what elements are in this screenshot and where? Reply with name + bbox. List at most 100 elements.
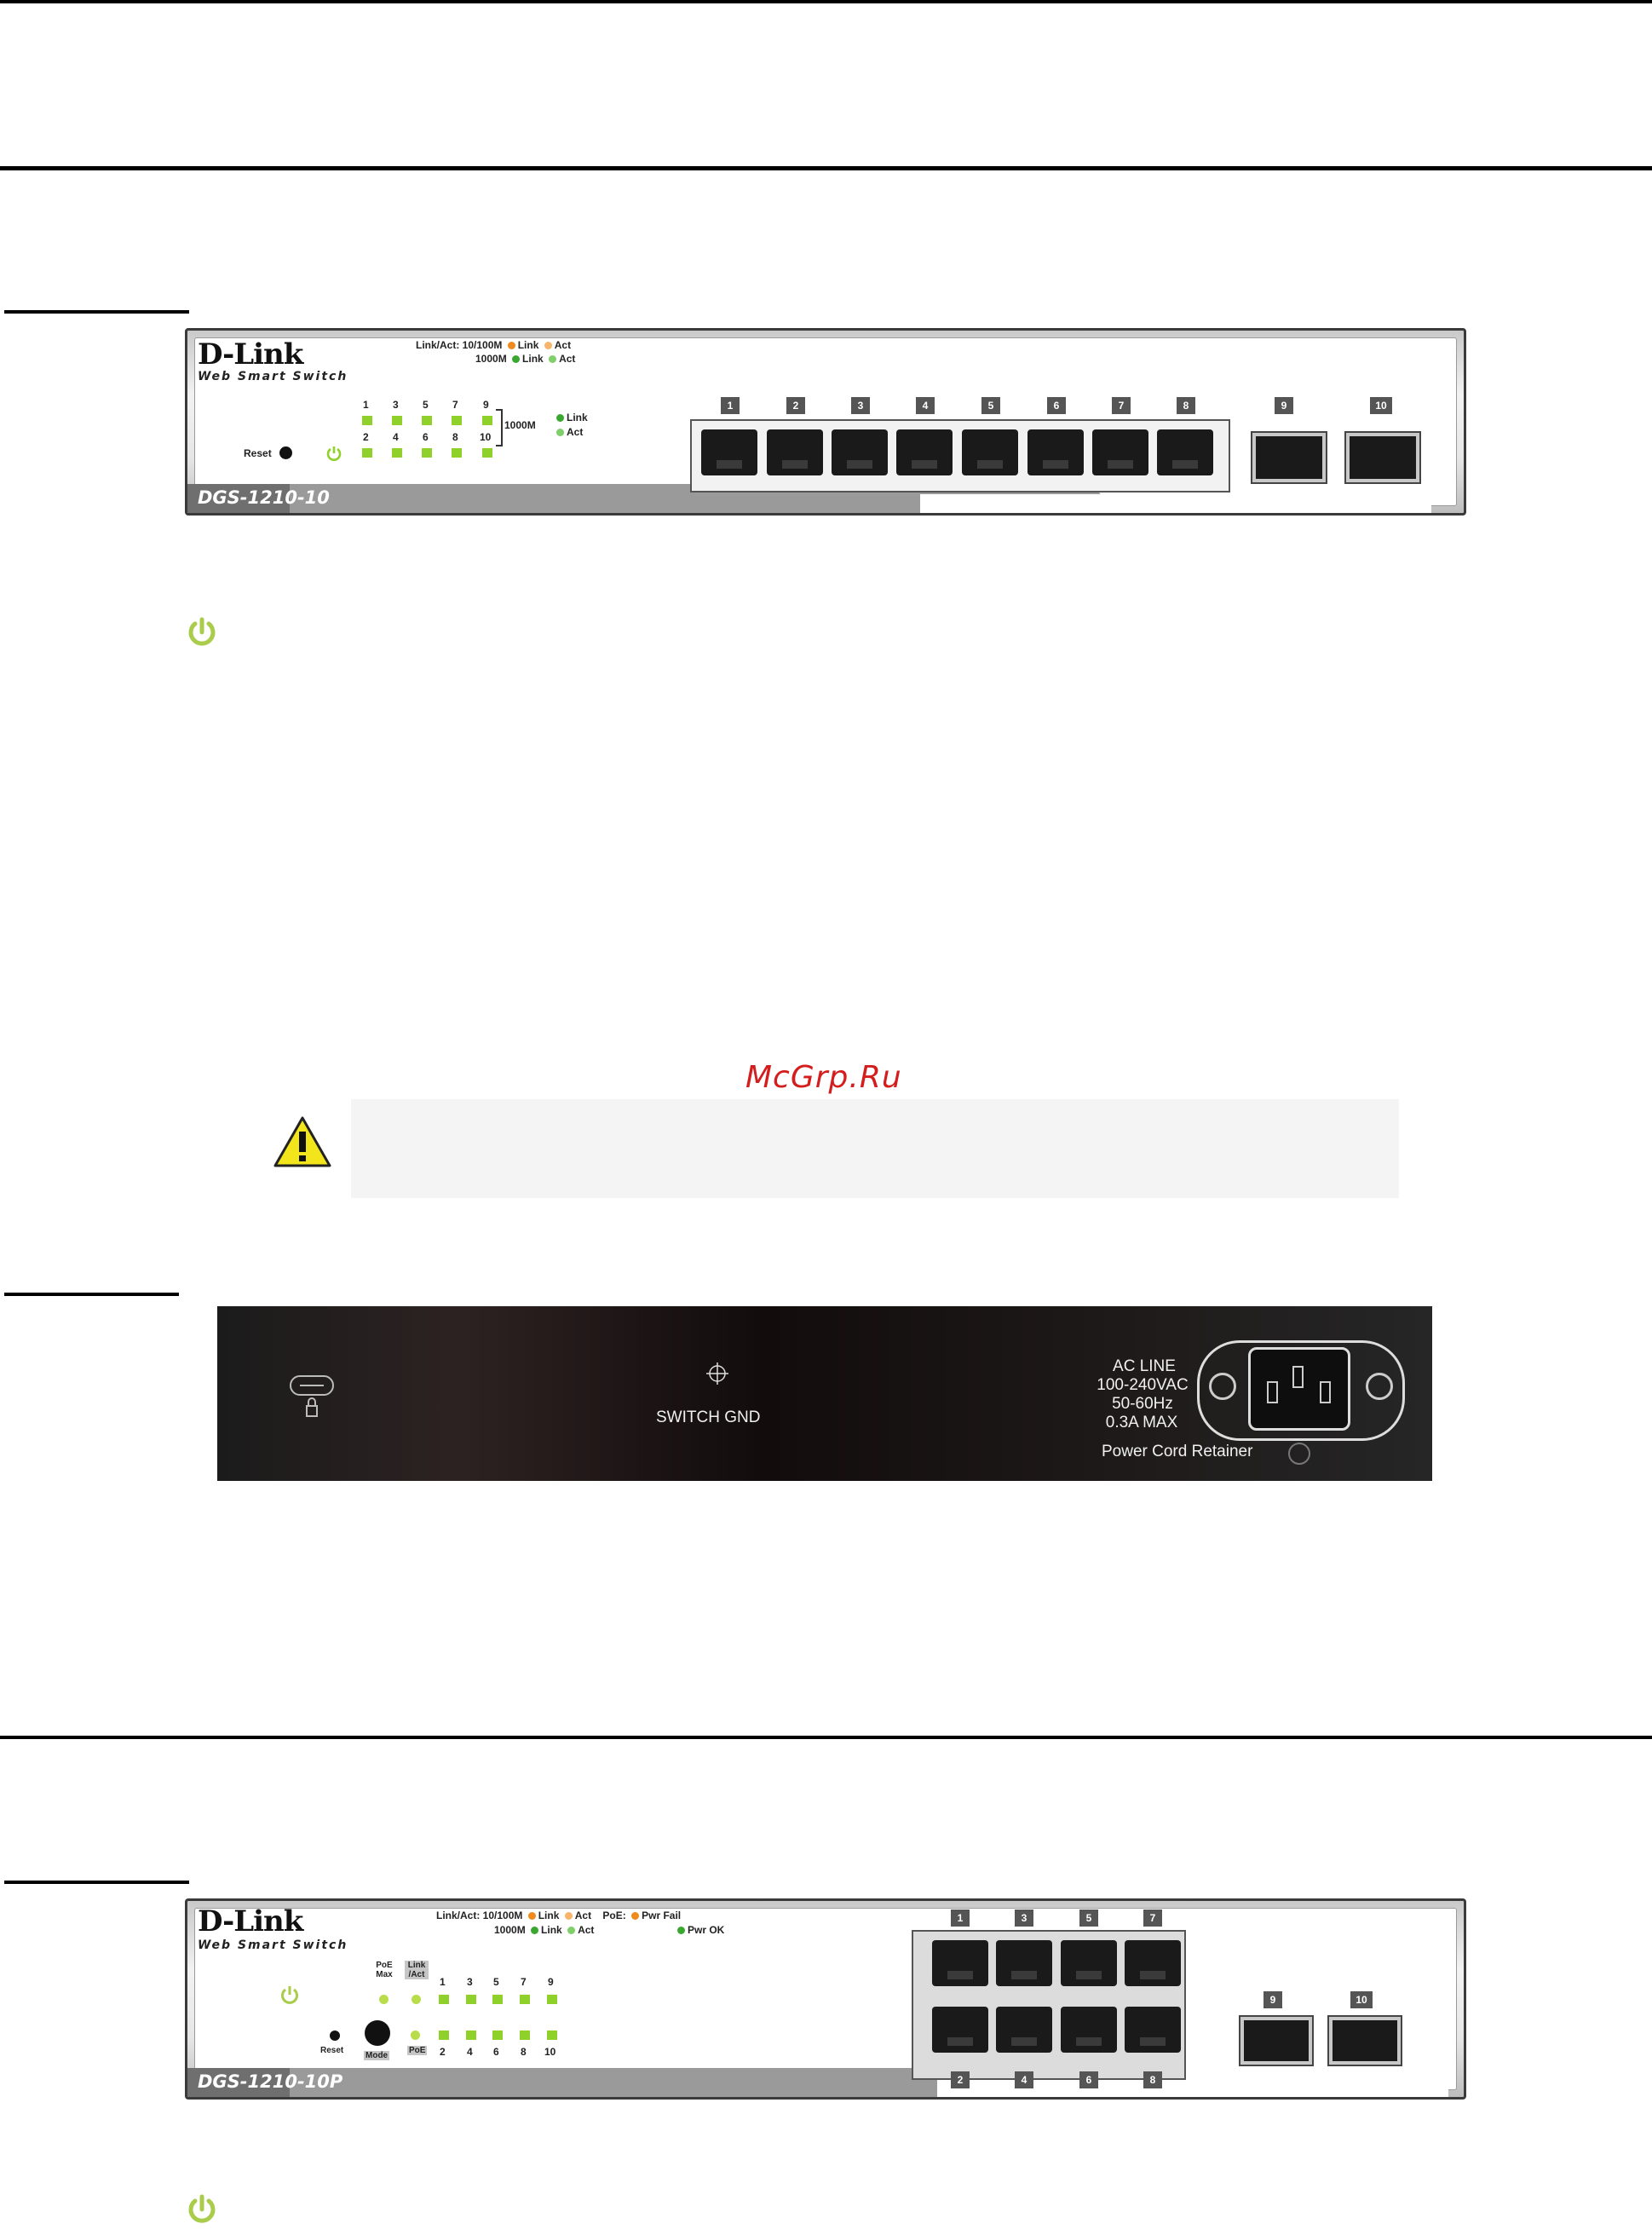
caution-note-box <box>351 1099 1399 1198</box>
rj45-port-3[interactable] <box>832 429 888 475</box>
legend-row-1: Link/Act: 10/100M Link Act <box>416 339 571 351</box>
voltage-label: 100-240VAC <box>1097 1376 1189 1394</box>
led-4 <box>466 2031 476 2040</box>
rj45-port-4[interactable] <box>896 429 953 475</box>
sfp-port-9[interactable] <box>1240 2017 1312 2065</box>
green-dot-icon <box>556 414 564 423</box>
pwr-ok-row: Pwr OK <box>675 1924 724 1936</box>
rj45-port-7[interactable] <box>1092 429 1148 475</box>
power-led-icon <box>326 446 342 461</box>
led-num-3: 3 <box>393 399 399 411</box>
bracket-link-row: Link <box>554 412 588 423</box>
led-3 <box>466 1995 476 2004</box>
rj45-port-4[interactable] <box>996 2007 1052 2053</box>
power-icon <box>188 2194 216 2223</box>
section-rule-2 <box>0 1736 1652 1739</box>
led-num-2: 2 <box>363 431 369 443</box>
led-7 <box>452 416 462 425</box>
sfp-port-10[interactable] <box>1346 433 1419 482</box>
frequency-label: 50-60Hz <box>1112 1395 1173 1413</box>
mode-label: Mode <box>364 2051 390 2060</box>
led-1 <box>439 1995 449 2004</box>
rj45-port-3[interactable] <box>996 1940 1052 1986</box>
sfp-port-9[interactable] <box>1252 433 1326 482</box>
tagline: Web Smart Switch <box>198 370 348 383</box>
led-num-6: 6 <box>493 2046 499 2058</box>
led-2 <box>362 448 372 458</box>
rj45-port-8[interactable] <box>1125 2007 1181 2053</box>
link-act-led <box>412 1995 421 2004</box>
green-blink-icon <box>549 355 557 364</box>
socket-pin-left <box>1267 1381 1278 1403</box>
front-panel-dgs-1210-10p: D-Link Web Smart Switch DGS-1210-10P Lin… <box>185 1898 1466 2100</box>
rj45-port-2[interactable] <box>932 2007 988 2053</box>
rj45-port-5[interactable] <box>962 429 1018 475</box>
sfp-label-10: 10 <box>1350 1991 1373 2008</box>
led-num-5: 5 <box>493 1976 499 1988</box>
rj45-port-6[interactable] <box>1061 2007 1117 2053</box>
port-label-4: 4 <box>1015 2071 1033 2088</box>
orange-dot-icon <box>507 342 515 350</box>
rj45-port-2[interactable] <box>767 429 823 475</box>
poe-label: PoE: <box>602 1910 626 1921</box>
rj45-port-8[interactable] <box>1157 429 1213 475</box>
led-num-5: 5 <box>423 399 429 411</box>
model-name: DGS-1210-10 <box>198 487 330 508</box>
legend-link-2: Link <box>522 353 544 365</box>
port-label-5: 5 <box>1079 1910 1098 1927</box>
sfp-port-10[interactable] <box>1329 2017 1401 2065</box>
section-rule-1 <box>0 166 1652 170</box>
led-5 <box>492 1995 503 2004</box>
current-label: 0.3A MAX <box>1105 1414 1178 1431</box>
bracket-line <box>496 409 503 446</box>
ac-power-socket[interactable] <box>1248 1347 1350 1431</box>
figure-rule-1 <box>4 310 189 314</box>
legend-1000m-label: 1000M <box>475 353 507 365</box>
white-strip <box>920 494 1431 513</box>
warning-icon <box>273 1116 331 1167</box>
screw-left <box>1209 1373 1236 1400</box>
orange-dot-icon <box>631 1912 640 1921</box>
rj45-port-7[interactable] <box>1125 1940 1181 1986</box>
reset-button[interactable] <box>330 2031 340 2041</box>
poe-max-led <box>379 1995 389 2004</box>
white-strip <box>937 2078 1448 2097</box>
pwr-fail-label: Pwr Fail <box>642 1910 682 1921</box>
mode-button[interactable] <box>365 2020 390 2046</box>
d-link-logo: D-Link <box>198 1904 303 1938</box>
port-label-3: 3 <box>851 397 870 414</box>
port-label-3: 3 <box>1015 1910 1033 1927</box>
sfp-label-9: 9 <box>1275 397 1293 414</box>
legend-1000m-label: 1000M <box>494 1924 526 1936</box>
ac-line-label: AC LINE <box>1113 1357 1176 1375</box>
port-label-6: 6 <box>1047 397 1066 414</box>
rj45-port-6[interactable] <box>1027 429 1084 475</box>
socket-pin-center <box>1292 1366 1304 1388</box>
rj45-port-5[interactable] <box>1061 1940 1117 1986</box>
green-dot-icon <box>531 1927 539 1935</box>
led-4 <box>392 448 402 458</box>
ac-inlet-plate <box>1197 1340 1405 1441</box>
port-label-4: 4 <box>916 397 935 414</box>
poe-max-label: PoE Max <box>376 1961 393 1979</box>
led-6 <box>422 448 432 458</box>
led-num-2: 2 <box>440 2046 446 2058</box>
rj45-port-1[interactable] <box>932 1940 988 1986</box>
led-num-7: 7 <box>452 399 458 411</box>
bracket-act: Act <box>567 426 584 438</box>
rj45-port-1[interactable] <box>701 429 757 475</box>
kensington-lock-icon <box>290 1375 334 1417</box>
led-num-8: 8 <box>452 431 458 443</box>
port-label-2: 2 <box>786 397 805 414</box>
figure-rule-3 <box>4 1881 189 1884</box>
led-7 <box>520 1995 530 2004</box>
pwr-ok-label: Pwr OK <box>688 1924 725 1936</box>
model-name: DGS-1210-10P <box>198 2071 343 2092</box>
legend-act: Act <box>554 339 572 351</box>
port-label-6: 6 <box>1079 2071 1098 2088</box>
poe-mode-label: PoE <box>407 2046 428 2055</box>
port-label-7: 7 <box>1112 397 1131 414</box>
reset-label: Reset <box>320 2046 344 2055</box>
reset-button[interactable] <box>279 446 292 459</box>
figure-rule-2 <box>4 1293 179 1296</box>
